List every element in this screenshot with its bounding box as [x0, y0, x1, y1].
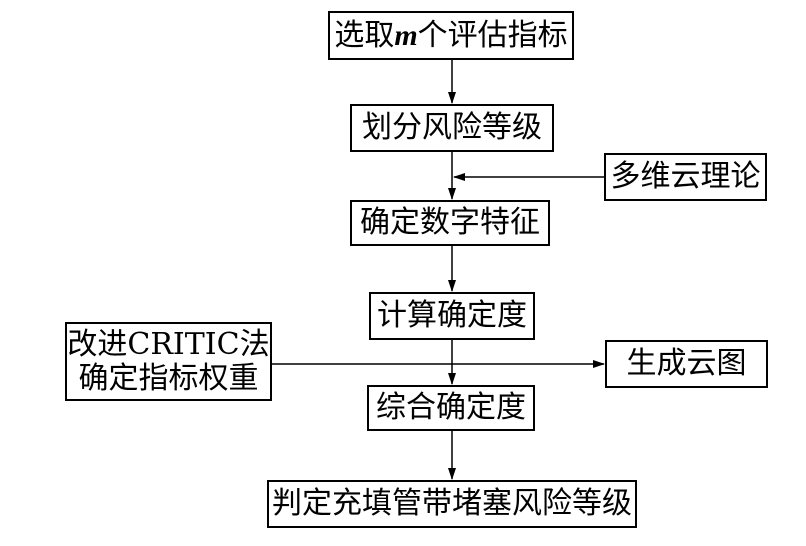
node-judge-risk-level-label: 判定充填管带堵塞风险等级 — [272, 486, 632, 521]
node-multidim-cloud-theory: 多维云理论 — [604, 153, 767, 201]
node-generate-cloud-chart: 生成云图 — [605, 340, 768, 388]
node-compute-certainty-label: 计算确定度 — [377, 298, 527, 333]
node-select-indicators-var: m — [394, 18, 418, 52]
node-improved-critic-line2: 确定指标权重 — [78, 360, 259, 396]
node-compute-certainty: 计算确定度 — [369, 292, 535, 340]
node-determine-numeric-features: 确定数字特征 — [350, 200, 550, 246]
node-select-indicators-prefix: 选取 — [334, 17, 395, 53]
node-select-indicators-suffix: 个评估指标 — [417, 17, 568, 53]
node-divide-risk-levels: 划分风险等级 — [350, 104, 554, 152]
node-combined-certainty: 综合确定度 — [367, 385, 535, 431]
node-improved-critic: 改进CRITIC法 确定指标权重 — [65, 322, 272, 401]
node-judge-risk-level: 判定充填管带堵塞风险等级 — [267, 480, 637, 528]
node-generate-cloud-chart-label: 生成云图 — [626, 346, 747, 381]
node-multidim-cloud-theory-label: 多维云理论 — [610, 159, 761, 194]
node-determine-numeric-features-label: 确定数字特征 — [360, 205, 540, 240]
node-combined-certainty-label: 综合确定度 — [376, 390, 526, 425]
node-divide-risk-levels-label: 划分风险等级 — [362, 110, 542, 145]
node-improved-critic-line1: 改进CRITIC法 — [67, 326, 270, 362]
